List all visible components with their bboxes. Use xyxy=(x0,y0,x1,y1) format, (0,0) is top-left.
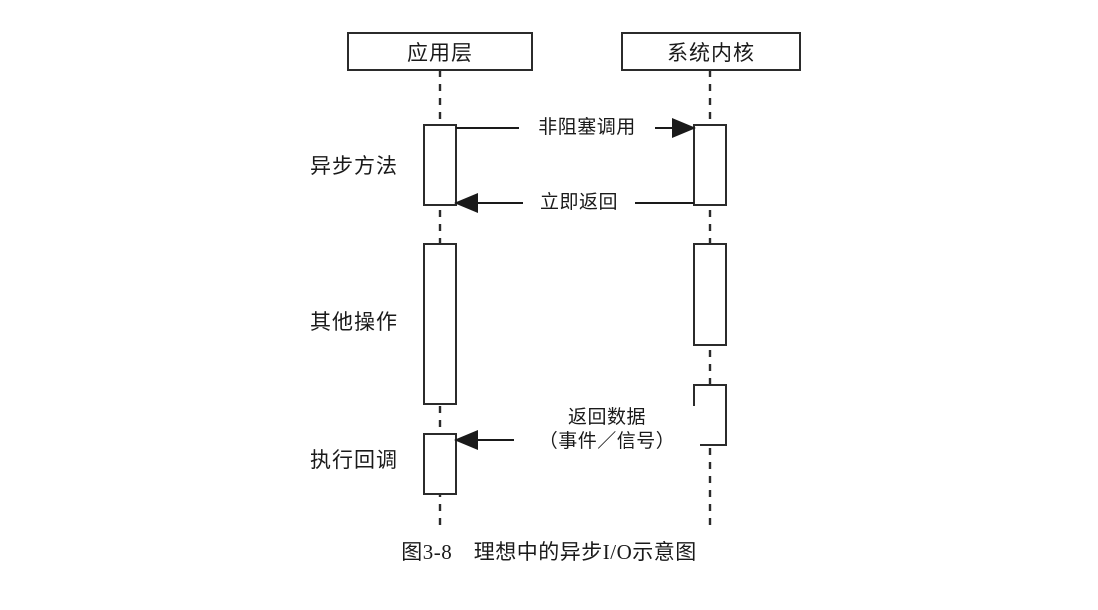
participant-label-application: 应用层 xyxy=(407,41,473,65)
participant-label-kernel: 系统内核 xyxy=(667,41,755,65)
message-label-return-data-line1: 返回数据 xyxy=(567,407,646,428)
message-label-return-data-line2: （事件／信号） xyxy=(538,430,676,452)
phase-label-async-method: 异步方法 xyxy=(310,154,398,178)
activation-bar-app-1 xyxy=(423,124,457,206)
message-label-return-data: 返回数据 （事件／信号） xyxy=(514,406,700,454)
activation-bar-app-2 xyxy=(423,243,457,405)
activation-bar-kernel-2 xyxy=(693,243,727,346)
message-label-immediate-return: 立即返回 xyxy=(523,192,635,214)
message-label-non-blocking-call: 非阻塞调用 xyxy=(519,117,655,139)
participant-box-kernel xyxy=(621,32,801,71)
activation-bar-kernel-1 xyxy=(693,124,727,206)
participant-box-application xyxy=(347,32,533,71)
phase-label-execute-callback: 执行回调 xyxy=(310,448,398,472)
figure-caption: 图3-8 理想中的异步I/O示意图 xyxy=(401,540,697,564)
activation-bar-app-3 xyxy=(423,433,457,495)
phase-label-other-operations: 其他操作 xyxy=(310,310,398,334)
